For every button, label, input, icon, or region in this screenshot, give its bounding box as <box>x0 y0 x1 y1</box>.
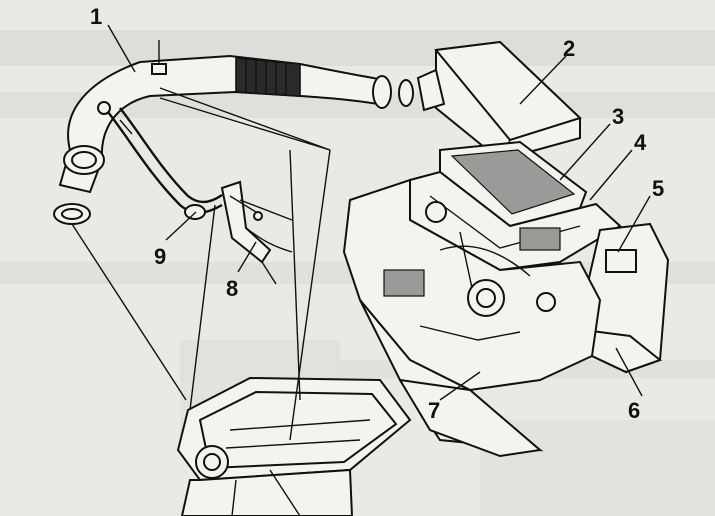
callout-labels: 1 2 3 4 5 6 7 8 9 <box>90 4 664 423</box>
callout-3: 3 <box>612 104 624 129</box>
air-filter-cover <box>416 40 582 162</box>
callout-9: 9 <box>154 244 166 269</box>
breather-hose <box>107 107 223 220</box>
engine-block <box>342 178 602 458</box>
callout-5: 5 <box>652 176 664 201</box>
callout-6: 6 <box>628 398 640 423</box>
callout-1: 1 <box>90 4 102 29</box>
cylinder-head-view <box>176 376 412 516</box>
sensor-bracket <box>220 180 293 285</box>
assembly-guide-lines <box>71 87 331 441</box>
callout-4: 4 <box>634 130 647 155</box>
callout-7: 7 <box>428 398 440 423</box>
callout-2: 2 <box>563 36 575 61</box>
corrugated-boot <box>235 57 301 97</box>
leader-lines <box>107 24 651 401</box>
intake-duct <box>53 40 414 225</box>
side-housing <box>582 222 670 374</box>
callout-8: 8 <box>226 276 238 301</box>
